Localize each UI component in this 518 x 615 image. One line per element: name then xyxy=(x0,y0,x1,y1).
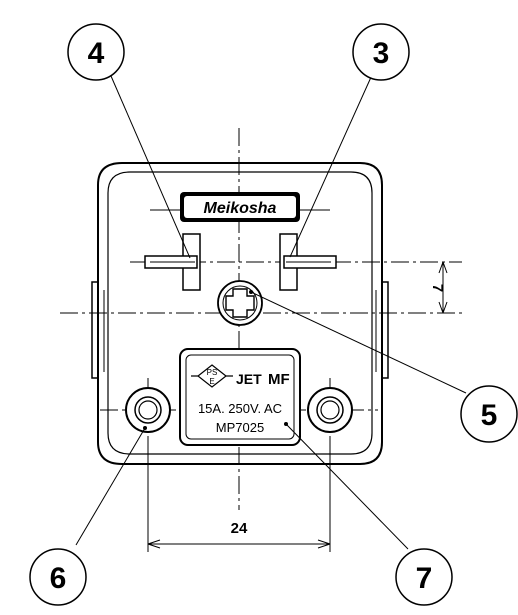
leader-5 xyxy=(250,291,467,394)
callout-6: 6 xyxy=(29,548,87,606)
brand-logo: Meikosha xyxy=(180,192,300,222)
logo-text: Meikosha xyxy=(204,200,277,217)
svg-text:5: 5 xyxy=(481,399,498,432)
dimension-vertical xyxy=(438,261,448,314)
callout-7: 7 xyxy=(395,548,453,606)
leader-lines xyxy=(75,74,467,550)
dimension-horizontal-value: 24 xyxy=(231,520,248,537)
terminal-left xyxy=(144,233,201,291)
body-inner-outline xyxy=(107,171,373,455)
pse-text-bottom: E xyxy=(209,377,214,386)
leader-4 xyxy=(110,75,191,259)
logo-badge-inner xyxy=(184,196,296,218)
phillips-cross xyxy=(225,288,255,318)
model-text: MP7025 xyxy=(216,420,264,435)
svg-text:7: 7 xyxy=(416,562,433,595)
jet-mark: JET xyxy=(236,371,262,387)
right-side-notch xyxy=(382,281,389,379)
callout-3: 3 xyxy=(352,23,410,81)
callout-4: 4 xyxy=(67,23,125,81)
leader-6 xyxy=(75,427,146,546)
terminal-right xyxy=(279,233,337,291)
svg-text:6: 6 xyxy=(50,562,67,595)
body-outline xyxy=(97,162,383,465)
leader-3 xyxy=(289,74,373,258)
mount-hole-right xyxy=(307,387,353,433)
center-screw xyxy=(217,280,263,326)
rating-text: 15A. 250V. AC xyxy=(198,401,282,416)
label-plate: PS E JET MF 15A. 250V. AC MP7025 xyxy=(179,348,301,446)
dimension-horizontal xyxy=(147,440,331,552)
mf-mark: MF xyxy=(268,371,290,388)
pse-text-top: PS xyxy=(207,368,218,377)
svg-text:4: 4 xyxy=(88,37,105,70)
left-side-notch xyxy=(91,281,98,379)
callout-5: 5 xyxy=(460,385,518,443)
label-plate-inner xyxy=(185,354,295,440)
mount-hole-left xyxy=(125,387,171,433)
pse-mark xyxy=(197,364,227,388)
dimension-vertical-value: 7 xyxy=(429,284,446,292)
leader-7 xyxy=(285,423,409,550)
svg-text:3: 3 xyxy=(373,37,390,70)
